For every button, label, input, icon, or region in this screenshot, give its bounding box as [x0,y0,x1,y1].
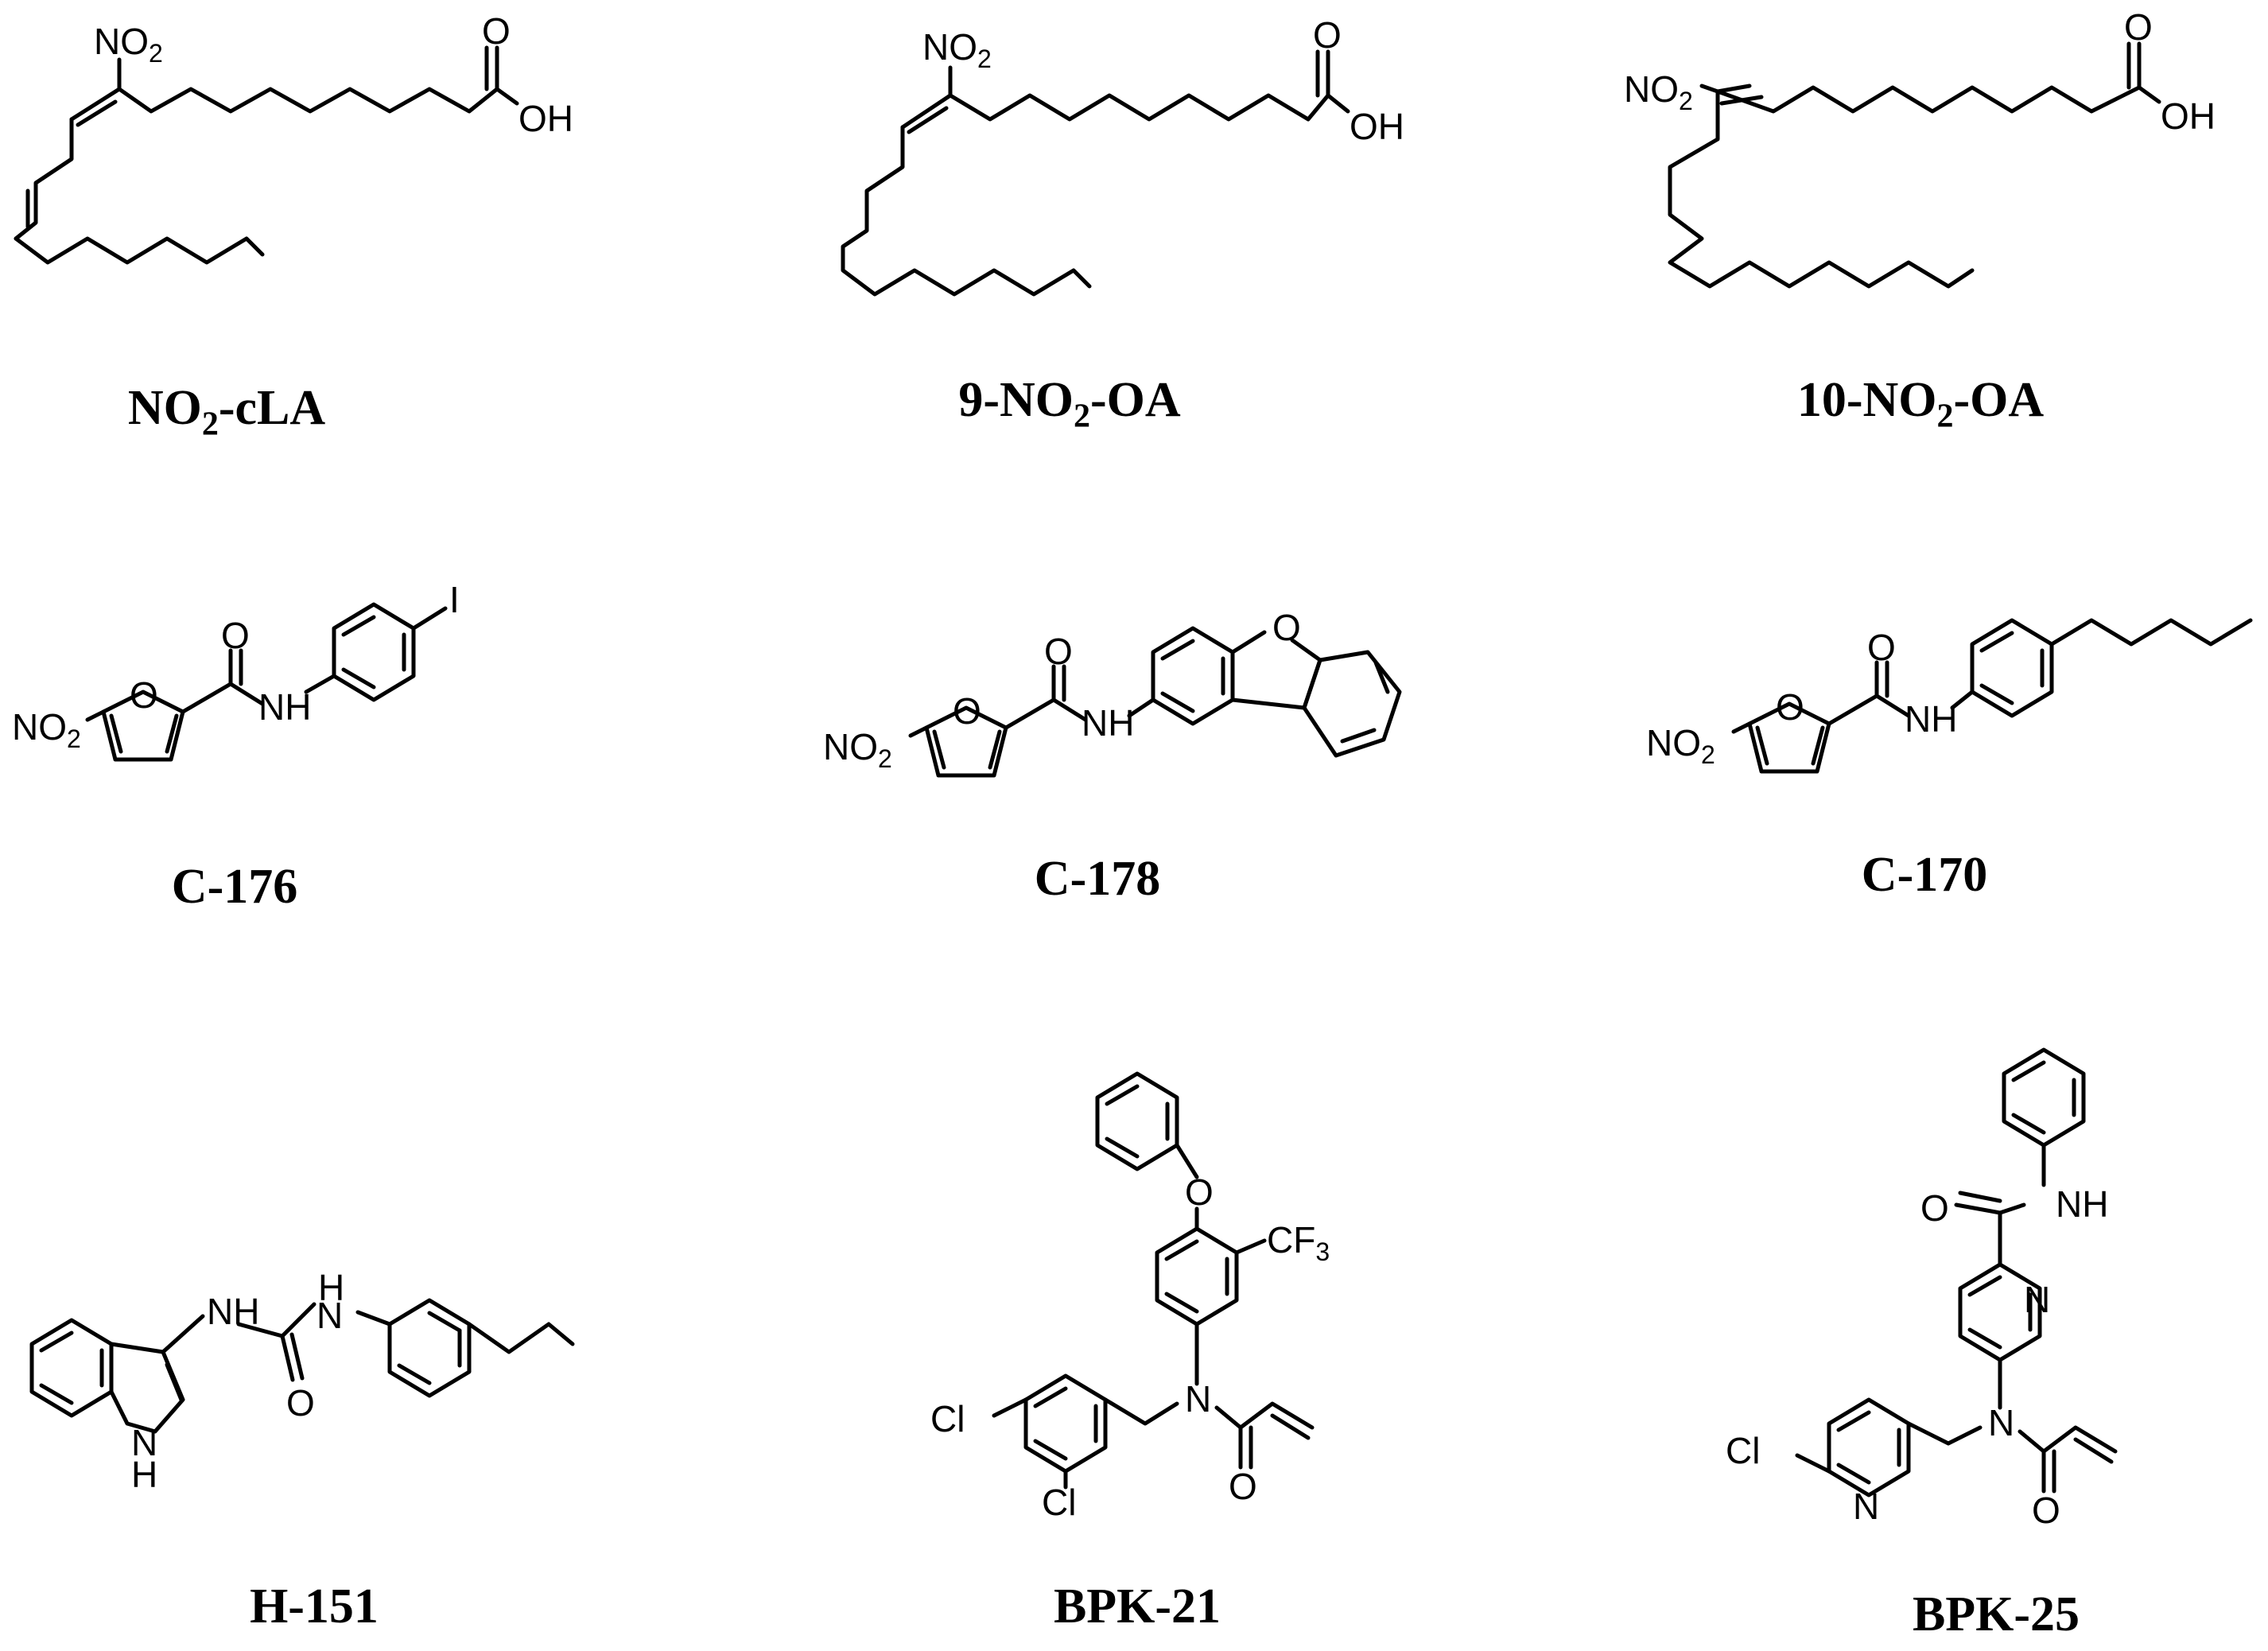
structure-h-151: NH H N O N H [29,1267,575,1495]
label-bpk-25: BPK-25 [1912,1587,2080,1641]
svg-text:NH: NH [258,686,311,728]
svg-text:NO2: NO2 [823,726,892,773]
svg-text:N: N [1185,1378,1211,1420]
svg-text:O: O [2032,1490,2060,1531]
svg-text:NO2: NO2 [94,21,163,68]
svg-text:Cl: Cl [1726,1430,1760,1471]
svg-text:O: O [1920,1187,1949,1229]
svg-text:NO2: NO2 [12,706,81,753]
svg-text:NO2: NO2 [922,26,992,73]
svg-text:NO2: NO2 [1624,68,1693,115]
svg-text:O: O [221,615,250,656]
svg-text:O: O [1272,607,1301,648]
svg-text:NH: NH [1905,698,1957,740]
label-h-151: H-151 [250,1579,379,1634]
svg-text:O: O [2124,6,2153,48]
label-9-no2-oa: 9-NO2-OA [958,373,1181,435]
svg-text:H: H [131,1454,157,1495]
svg-text:O: O [482,10,511,52]
label-c-170: C-170 [1861,848,1988,902]
label-no2-cla: NO2-cLA [127,381,326,443]
svg-text:OH: OH [1350,106,1404,147]
structure-10-no2-oa: NO2 O OH [1624,6,2216,289]
label-c-178: C-178 [1034,852,1161,906]
svg-text:Cl: Cl [1042,1482,1076,1523]
svg-text:O: O [953,690,981,732]
svg-text:O: O [1229,1466,1257,1507]
structure-c-170: O O NH NO2 [1646,618,2253,774]
svg-text:CF3: CF3 [1267,1219,1330,1266]
svg-text:O: O [1867,627,1896,668]
label-10-no2-oa: 10-NO2-OA [1796,373,2045,435]
label-c-176: C-176 [171,860,298,914]
svg-text:NH: NH [1082,702,1134,744]
svg-text:O: O [1044,631,1073,672]
svg-text:O: O [1776,686,1804,728]
svg-text:N: N [131,1422,157,1463]
svg-text:N: N [1853,1486,1879,1527]
label-bpk-21: BPK-21 [1053,1579,1221,1634]
svg-text:Cl: Cl [930,1398,965,1439]
svg-text:O: O [286,1382,315,1424]
svg-text:NO2: NO2 [1646,722,1715,769]
svg-text:I: I [449,579,460,620]
svg-text:O: O [130,674,158,716]
structure-bpk-25: NH O N N N O Cl [1726,1047,2118,1531]
structure-bpk-21: O CF3 N O Cl Cl [930,1071,1330,1523]
svg-text:N: N [1988,1402,2014,1443]
svg-text:N: N [2024,1279,2050,1320]
svg-text:OH: OH [2161,95,2216,137]
svg-text:O: O [1313,14,1342,56]
svg-text:N: N [317,1295,343,1336]
svg-text:H: H [318,1267,344,1308]
svg-text:NH: NH [207,1291,259,1332]
structure-no2-cla: NO2 O OH [14,10,573,265]
svg-text:O: O [1185,1171,1214,1213]
structure-9-no2-oa: NO2 O OH [841,14,1404,297]
svg-text:OH: OH [518,98,573,139]
structure-c-176: O O NH NO2 I [12,579,460,762]
structure-c-178: O O O NH NO2 [823,607,1402,778]
svg-text:NH: NH [2056,1183,2108,1225]
